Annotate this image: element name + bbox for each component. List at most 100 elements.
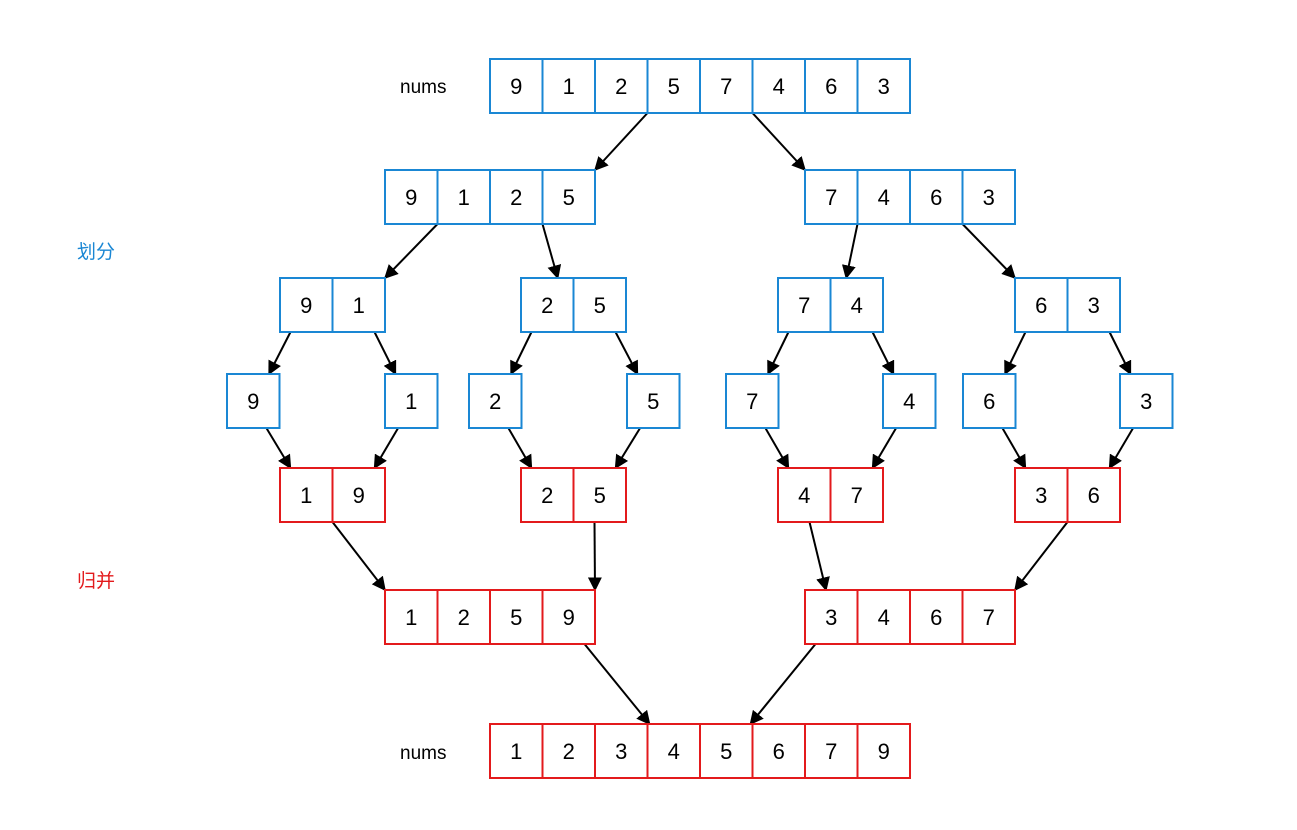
array-cell bbox=[436, 589, 491, 645]
array-cell-value: 4 bbox=[878, 605, 890, 630]
array-cell-value: 2 bbox=[458, 605, 470, 630]
edge-arrow bbox=[614, 427, 641, 470]
array-cell bbox=[594, 723, 649, 779]
array-cell-value: 3 bbox=[615, 739, 627, 764]
array-cell-value: 9 bbox=[510, 74, 522, 99]
array-cell bbox=[626, 373, 681, 429]
array-cell-value: 4 bbox=[798, 483, 810, 508]
array-cell bbox=[856, 589, 911, 645]
edge-arrow bbox=[1001, 427, 1027, 470]
array-cell-value: 2 bbox=[541, 293, 553, 318]
array-cell-value: 5 bbox=[720, 739, 732, 764]
array-cell bbox=[777, 277, 832, 333]
array-l3a: 9 bbox=[226, 373, 281, 429]
output-array-label: nums bbox=[400, 743, 446, 764]
array-cell-value: 6 bbox=[1088, 483, 1100, 508]
array-cell bbox=[489, 723, 544, 779]
array-cell-value: 3 bbox=[825, 605, 837, 630]
array-cell-value: 3 bbox=[1140, 389, 1152, 414]
array-cell bbox=[489, 169, 544, 225]
array-cell bbox=[384, 373, 439, 429]
array-cell-value: 6 bbox=[825, 74, 837, 99]
array-cell bbox=[1119, 373, 1174, 429]
array-cell bbox=[331, 277, 386, 333]
array-cell bbox=[226, 373, 281, 429]
array-l3h: 3 bbox=[1119, 373, 1174, 429]
array-cell-value: 5 bbox=[510, 605, 522, 630]
array-cell-value: 3 bbox=[878, 74, 890, 99]
edge-arrow bbox=[1108, 427, 1134, 470]
array-l3e: 7 bbox=[725, 373, 780, 429]
array-cell-value: 4 bbox=[878, 185, 890, 210]
array-l3f: 4 bbox=[882, 373, 937, 429]
array-cell bbox=[804, 723, 859, 779]
array-cell-value: 7 bbox=[983, 605, 995, 630]
array-cell-value: 7 bbox=[825, 185, 837, 210]
array-cell-value: 9 bbox=[247, 389, 259, 414]
array-cell-value: 4 bbox=[773, 74, 785, 99]
edge-arrow bbox=[587, 521, 602, 592]
edge-arrow bbox=[510, 331, 533, 376]
array-cell-value: 5 bbox=[668, 74, 680, 99]
array-cell-value: 9 bbox=[405, 185, 417, 210]
array-cell-value: 7 bbox=[851, 483, 863, 508]
array-cell bbox=[699, 58, 754, 114]
array-cell-value: 7 bbox=[825, 739, 837, 764]
array-cell-value: 1 bbox=[510, 739, 522, 764]
array-cell-value: 1 bbox=[405, 389, 417, 414]
array-cell-value: 7 bbox=[746, 389, 758, 414]
array-cell-value: 2 bbox=[541, 483, 553, 508]
edge-arrow bbox=[384, 223, 439, 280]
array-cell bbox=[279, 277, 334, 333]
array-cell-value: 2 bbox=[510, 185, 522, 210]
array-cell-value: 1 bbox=[563, 74, 575, 99]
array-cell bbox=[646, 723, 701, 779]
array-cell-value: 3 bbox=[1035, 483, 1047, 508]
array-cell-value: 9 bbox=[878, 739, 890, 764]
array-cell-value: 2 bbox=[489, 389, 501, 414]
array-cell-value: 5 bbox=[563, 185, 575, 210]
array-cell bbox=[541, 58, 596, 114]
array-cell bbox=[468, 373, 523, 429]
edge-arrow bbox=[764, 427, 790, 470]
array-cell bbox=[725, 373, 780, 429]
array-cell bbox=[829, 467, 884, 523]
array-cell-value: 1 bbox=[353, 293, 365, 318]
array-cell bbox=[572, 277, 627, 333]
edge-arrow bbox=[541, 223, 562, 280]
array-cell-value: 3 bbox=[983, 185, 995, 210]
edge-arrow bbox=[871, 331, 895, 376]
edge-arrow bbox=[268, 331, 292, 376]
array-cell bbox=[520, 467, 575, 523]
array-cell-value: 6 bbox=[773, 739, 785, 764]
array-cell bbox=[1066, 277, 1121, 333]
edge-arrow bbox=[373, 427, 399, 470]
edge-arrow bbox=[871, 427, 897, 470]
array-cell bbox=[572, 467, 627, 523]
array-cell-value: 4 bbox=[668, 739, 680, 764]
array-cell bbox=[751, 723, 806, 779]
edge-arrow bbox=[614, 331, 639, 376]
array-cell bbox=[541, 589, 596, 645]
array-cell bbox=[541, 723, 596, 779]
edge-arrow bbox=[749, 643, 817, 726]
array-cell bbox=[1014, 467, 1069, 523]
edge-arrow bbox=[1004, 331, 1027, 376]
array-cell bbox=[856, 723, 911, 779]
array-cell-value: 9 bbox=[353, 483, 365, 508]
array-cell-value: 7 bbox=[720, 74, 732, 99]
array-cell bbox=[541, 169, 596, 225]
array-cell bbox=[331, 467, 386, 523]
